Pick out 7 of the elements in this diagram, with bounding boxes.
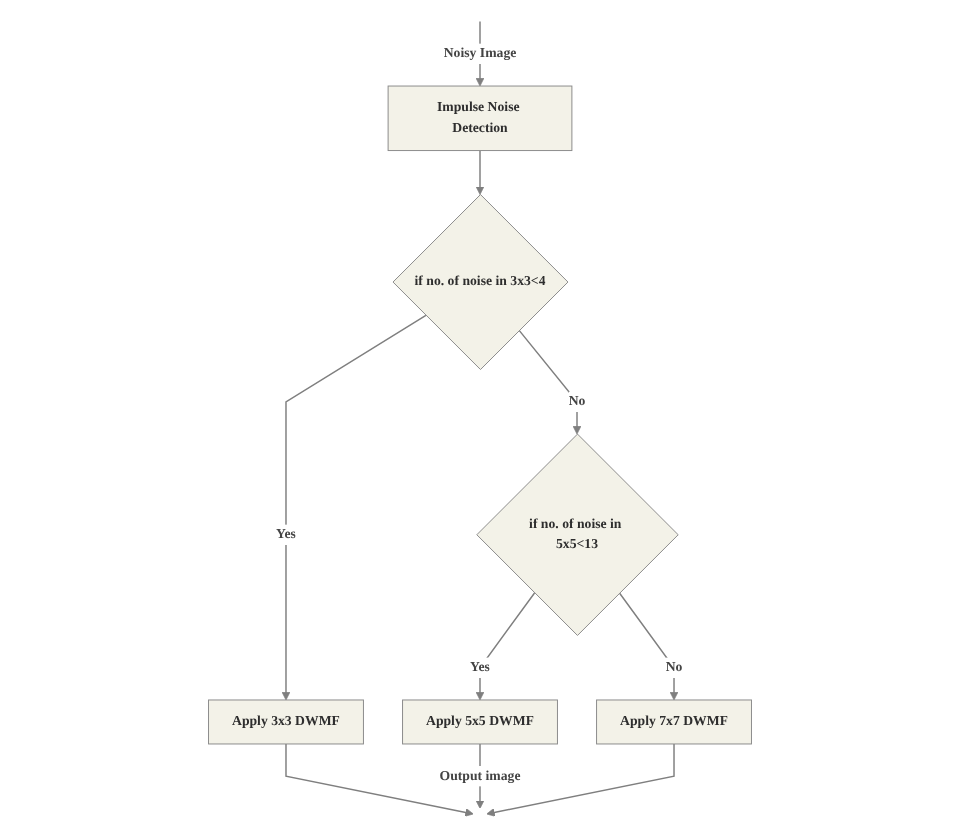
arrow xyxy=(285,743,474,817)
arrow xyxy=(618,592,679,701)
arrow xyxy=(486,743,675,817)
arrow xyxy=(475,592,536,701)
arrow xyxy=(518,329,582,435)
arrow xyxy=(475,149,485,195)
arrow xyxy=(281,314,427,701)
